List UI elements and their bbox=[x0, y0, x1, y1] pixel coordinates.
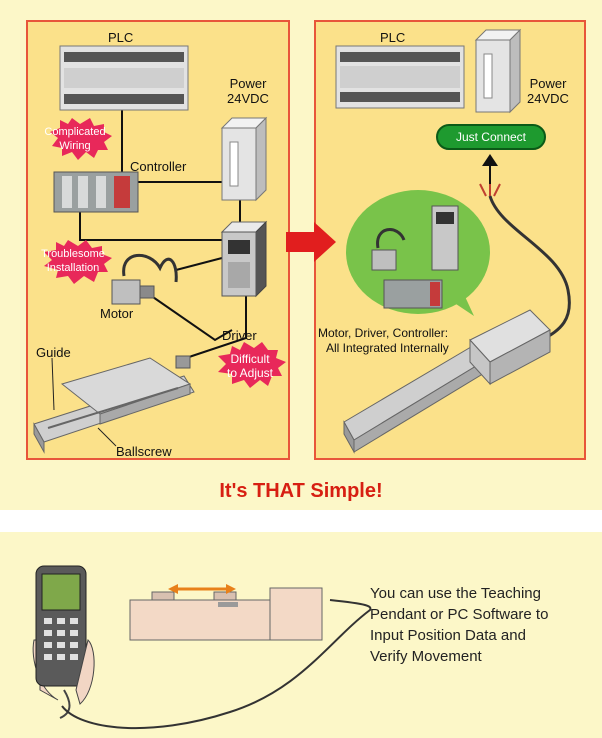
burst-difficult-to-adjust bbox=[218, 342, 286, 388]
driver-label: Driver bbox=[222, 328, 257, 343]
connect-arrow bbox=[479, 154, 501, 197]
pendant-cable bbox=[61, 599, 372, 730]
burst-wiring-text-2: Wiring bbox=[59, 140, 91, 152]
burst-troublesome-installation bbox=[44, 240, 112, 284]
plc-left bbox=[59, 45, 189, 111]
power-label-left-2: 24VDC bbox=[227, 91, 269, 106]
motor-label: Motor bbox=[100, 306, 134, 321]
power-label-left-1: Power bbox=[229, 76, 267, 91]
actuator-right bbox=[343, 309, 551, 454]
burst-complicated-wiring bbox=[50, 118, 112, 160]
burst-wiring-text-1: Complicated bbox=[44, 126, 106, 138]
burst-adjust-text-2: to Adjust bbox=[226, 366, 274, 380]
burst-install-text-2: Installation bbox=[46, 262, 100, 274]
desc-line-3: Input Position Data and bbox=[370, 627, 526, 644]
guide-label: Guide bbox=[36, 345, 71, 360]
burst-adjust-text-1: Difficult bbox=[230, 352, 270, 366]
power-label-right-2: 24VDC bbox=[527, 91, 569, 106]
motor-left bbox=[111, 253, 178, 305]
integrated-bubble bbox=[346, 190, 490, 316]
power-supply-left bbox=[220, 116, 268, 202]
burst-install-text-1: Troublesome bbox=[41, 248, 105, 260]
actuator-bottom bbox=[129, 584, 323, 641]
power-supply-right bbox=[474, 28, 522, 114]
stage-left bbox=[33, 355, 195, 454]
teaching-pendant bbox=[32, 565, 95, 719]
transition-arrow bbox=[286, 222, 336, 262]
plc-label-left: PLC bbox=[108, 30, 134, 45]
plc-right bbox=[335, 45, 465, 109]
controller-label: Controller bbox=[130, 159, 187, 174]
bottom-description: You can use the Teaching Pendant or PC S… bbox=[370, 583, 590, 667]
integrated-label-1: Motor, Driver, Controller: bbox=[318, 326, 449, 340]
plc-label-right: PLC bbox=[380, 30, 406, 45]
desc-line-2: Pendant or PC Software to bbox=[370, 606, 549, 623]
tagline: It's THAT Simple! bbox=[219, 480, 383, 502]
power-label-right-1: Power bbox=[529, 76, 567, 91]
just-connect-badge: Just Connect bbox=[436, 124, 546, 150]
controller-left bbox=[53, 171, 139, 213]
ballscrew-label: Ballscrew bbox=[116, 444, 172, 459]
driver-left bbox=[220, 220, 268, 298]
desc-line-4: Verify Movement bbox=[370, 648, 482, 665]
desc-line-1: You can use the Teaching bbox=[370, 585, 541, 602]
integrated-label-2: All Integrated Internally bbox=[326, 341, 449, 355]
